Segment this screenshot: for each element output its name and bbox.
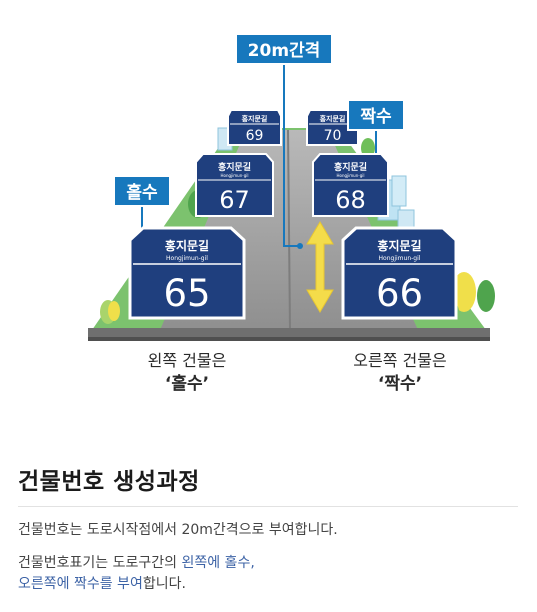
para2-right-even: 오른쪽에 짝수를 부여 [18,576,143,592]
building-sign-67: 홍지문길 Hongjimun-gil 67 [195,153,274,217]
sign-67-korean: 홍지문길 [218,161,251,173]
sign-65-roman: Hongjimun-gil [166,255,208,262]
even-label: 짝수 [360,107,392,127]
sign-68-roman: Hongjimun-gil [337,173,365,178]
building-sign-66: 홍지문길 Hongjimun-gil 66 [341,226,458,320]
right-caption-line1: 오른쪽 건물은 [353,351,446,370]
para2-left-odd: 왼쪽에 홀수, [181,555,255,571]
sign-69-korean: 홍지문길 [242,114,268,123]
para2-end: 합니다. [142,576,186,592]
sign-65-number: 65 [163,272,210,315]
sign-66-number: 66 [376,272,423,315]
interval-callout: 20m간격 [235,33,333,65]
sign-70-korean: 홍지문길 [320,114,346,123]
ground-strip [88,328,490,337]
description-paragraph-1: 건물번호는 도로시작점에서 20m간격으로 부여합니다. [18,522,338,538]
section-divider [18,506,518,507]
sign-65-korean: 홍지문길 [165,238,209,253]
section-title: 건물번호 생성과정 [18,469,200,495]
building-sign-69: 홍지문길 69 [227,109,282,146]
left-caption-line2: ‘홀수’ [165,373,209,394]
odd-callout: 홀수 [113,175,171,207]
sign-68-number: 68 [335,186,366,214]
building-sign-65: 홍지문길 Hongjimun-gil 65 [128,226,246,320]
right-caption-line2: ‘짝수’ [378,374,422,394]
road-numbering-illustration: 홍지문길 69 홍지문길 70 홍지문길 Hongjimun-gil 67 홍지… [88,33,495,394]
sign-67-roman: Hongjimun-gil [221,173,249,178]
interval-label: 20m간격 [248,41,321,61]
para2-intro: 건물번호표기는 도로구간의 [18,555,182,571]
sign-66-korean: 홍지문길 [377,238,421,253]
sign-67-number: 67 [219,186,250,214]
lane-divider [287,129,291,331]
sign-66-roman: Hongjimun-gil [379,255,421,262]
left-caption-line1: 왼쪽 건물은 [148,351,227,370]
sign-69-number: 69 [246,128,264,144]
even-callout: 짝수 [347,99,405,131]
description-paragraph-2: 건물번호표기는 도로구간의 왼쪽에 홀수, 오른쪽에 짝수를 부여합니다. [18,553,255,595]
odd-label: 홀수 [126,182,158,203]
building-sign-68: 홍지문길 Hongjimun-gil 68 [312,153,389,217]
ground-shadow [88,337,490,341]
distance-arrow [306,221,334,313]
sign-68-korean: 홍지문길 [334,161,367,173]
sign-70-number: 70 [324,128,342,144]
